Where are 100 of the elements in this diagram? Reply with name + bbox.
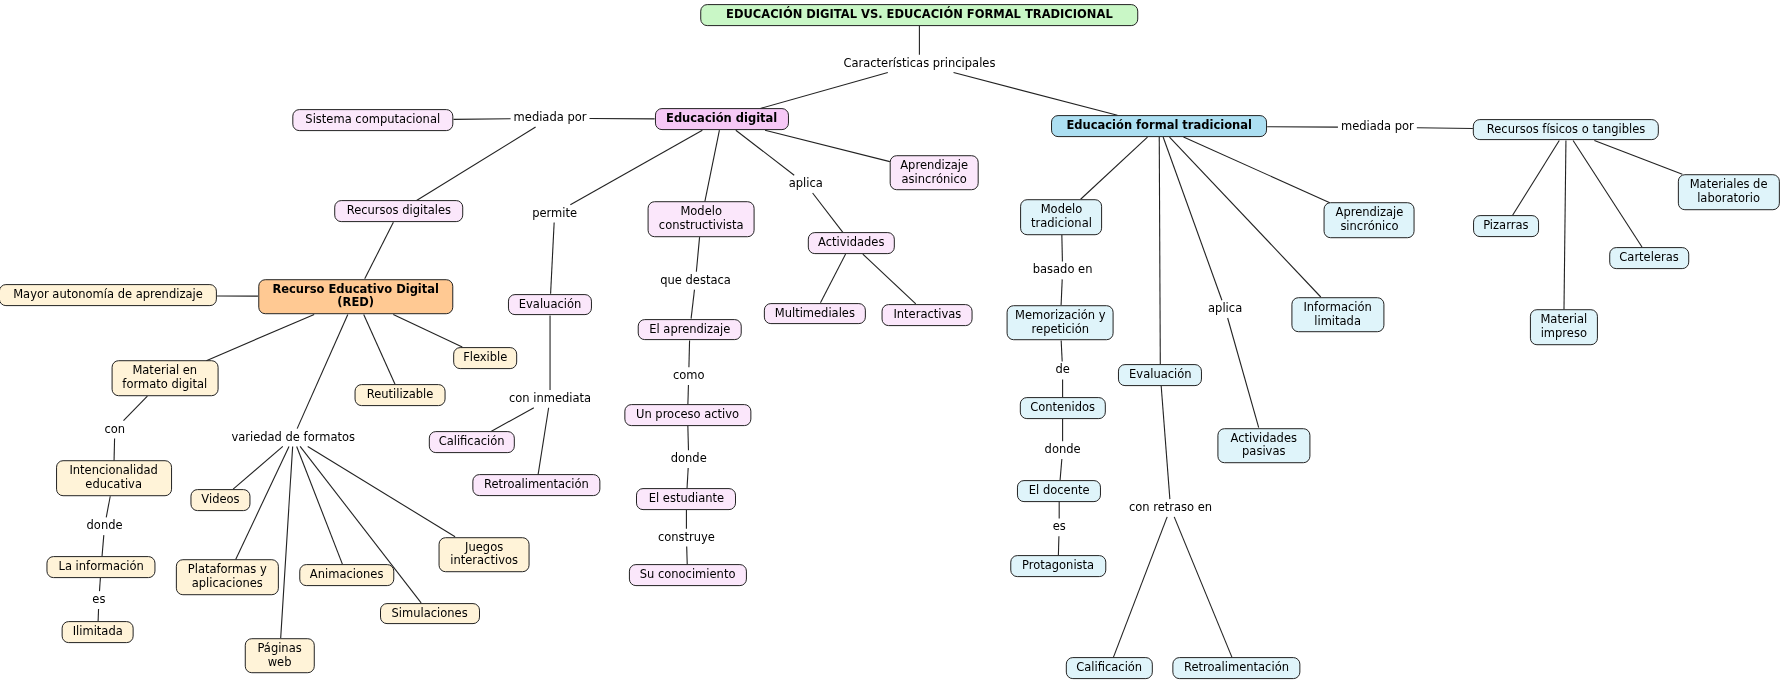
connector-line — [1080, 136, 1149, 200]
connector-line — [1062, 378, 1064, 398]
concept-box: Sistema computacional — [292, 109, 454, 132]
linking-phrase: construye — [655, 529, 717, 546]
connector-line — [296, 313, 349, 430]
concept-box: La información — [46, 556, 156, 578]
connector-line — [307, 445, 456, 538]
connector-line — [392, 313, 463, 348]
connector-line — [549, 314, 551, 391]
concept-box: Evaluación — [508, 293, 593, 316]
concept-box: Educación formal tradicional — [1051, 115, 1268, 138]
connector-line — [862, 253, 917, 305]
connector-line — [1593, 139, 1683, 175]
connector-line — [1160, 385, 1171, 500]
concept-box: Ilimitada — [61, 621, 135, 643]
concept-box: Mayor autonomía de aprendizaje — [0, 284, 218, 307]
concept-box: Animaciones — [298, 564, 395, 586]
concept-box: Memorización y repetición — [1006, 304, 1114, 341]
concept-box: El docente — [1017, 480, 1102, 502]
connector-line — [1061, 234, 1063, 263]
linking-phrase: que destaca — [658, 272, 733, 289]
concept-box: Educación digital — [654, 108, 789, 131]
connector-line — [686, 467, 689, 489]
connector-line — [98, 577, 101, 592]
connector-line — [764, 129, 891, 163]
linking-phrase: Características principales — [841, 55, 998, 72]
connector-line — [550, 222, 555, 295]
linking-phrase: permite — [530, 205, 580, 222]
connector-line — [363, 313, 396, 386]
connector-line — [704, 129, 720, 203]
connector-line — [688, 339, 691, 368]
connector-line — [1512, 139, 1560, 216]
connector-line — [1162, 136, 1223, 301]
connector-line — [205, 313, 315, 362]
connector-line — [695, 236, 701, 273]
concept-box: Multimediales — [763, 302, 866, 325]
connector-line — [735, 129, 795, 176]
concept-box: Interactivas — [881, 303, 973, 326]
concept-box: Material en formato digital — [111, 360, 219, 397]
connector-line — [1057, 535, 1060, 556]
connector-line — [1572, 139, 1643, 248]
connector-line — [105, 495, 111, 518]
connector-line — [685, 509, 687, 530]
linking-phrase: aplica — [1206, 301, 1245, 317]
connector-line — [588, 117, 656, 120]
concept-box: Intencionalidad educativa — [55, 460, 172, 497]
connector-line — [97, 608, 100, 622]
concept-box: Calificación — [1066, 657, 1153, 680]
concept-box: Contenidos — [1019, 397, 1106, 419]
concept-box: Flexible — [453, 347, 518, 369]
concept-box: Plataformas y aplicaciones — [176, 559, 279, 596]
concept-box: Material impreso — [1529, 309, 1598, 346]
connector-line — [687, 384, 689, 405]
concept-box: Actividades pasivas — [1217, 427, 1311, 464]
concept-box: Evaluación — [1118, 364, 1203, 386]
concept-box: Materiales de laboratorio — [1677, 174, 1780, 210]
connector-line — [1563, 139, 1567, 311]
connector-line — [1062, 418, 1064, 442]
concept-box: Pizarras — [1472, 215, 1539, 238]
concept-box: El aprendizaje — [637, 318, 743, 341]
connector-line — [819, 253, 847, 304]
connector-line — [1266, 126, 1339, 128]
concept-box: Videos — [190, 489, 250, 511]
connector-line — [232, 445, 284, 490]
concept-box: Calificación — [428, 431, 515, 453]
connector-line — [1060, 278, 1063, 306]
connector-line — [686, 545, 688, 565]
connector-line — [122, 395, 148, 422]
connector-line — [216, 295, 259, 297]
connector-line — [299, 445, 422, 604]
connector-line — [1173, 516, 1233, 658]
concept-box: Retroalimentación — [472, 474, 601, 497]
connector-line — [1182, 136, 1331, 204]
concept-box: Modelo constructivista — [647, 201, 755, 238]
connector-line — [452, 118, 512, 120]
concept-box: Recurso Educativo Digital (RED) — [257, 278, 454, 315]
linking-phrase: aplica — [786, 176, 825, 192]
concept-box: Recursos físicos o tangibles — [1472, 118, 1660, 141]
connector-line — [1112, 516, 1168, 658]
concept-box: Carteleras — [1609, 247, 1689, 269]
concept-box: Aprendizaje sincrónico — [1324, 202, 1415, 239]
concept-box: Un proceso activo — [623, 403, 752, 426]
connector-line — [812, 192, 844, 233]
connector-line — [416, 126, 537, 202]
concept-box: Páginas web — [244, 637, 315, 674]
connector-line — [113, 437, 116, 462]
concept-box: Retroalimentación — [1172, 657, 1301, 680]
connector-line — [280, 445, 294, 639]
connector-line — [687, 425, 689, 451]
concept-box: Su conocimiento — [628, 564, 747, 586]
concept-box: Protagonista — [1010, 555, 1106, 577]
concept-box: Recursos digitales — [334, 200, 464, 223]
connector-line — [101, 534, 105, 557]
connector-line — [537, 407, 550, 475]
connector-line — [918, 25, 920, 56]
concept-box: Reutilizable — [354, 384, 446, 407]
connector-line — [296, 445, 343, 565]
concept-box: El estudiante — [636, 488, 737, 510]
connector-line — [490, 407, 535, 432]
concept-box: Aprendizaje asincrónico — [889, 154, 979, 191]
